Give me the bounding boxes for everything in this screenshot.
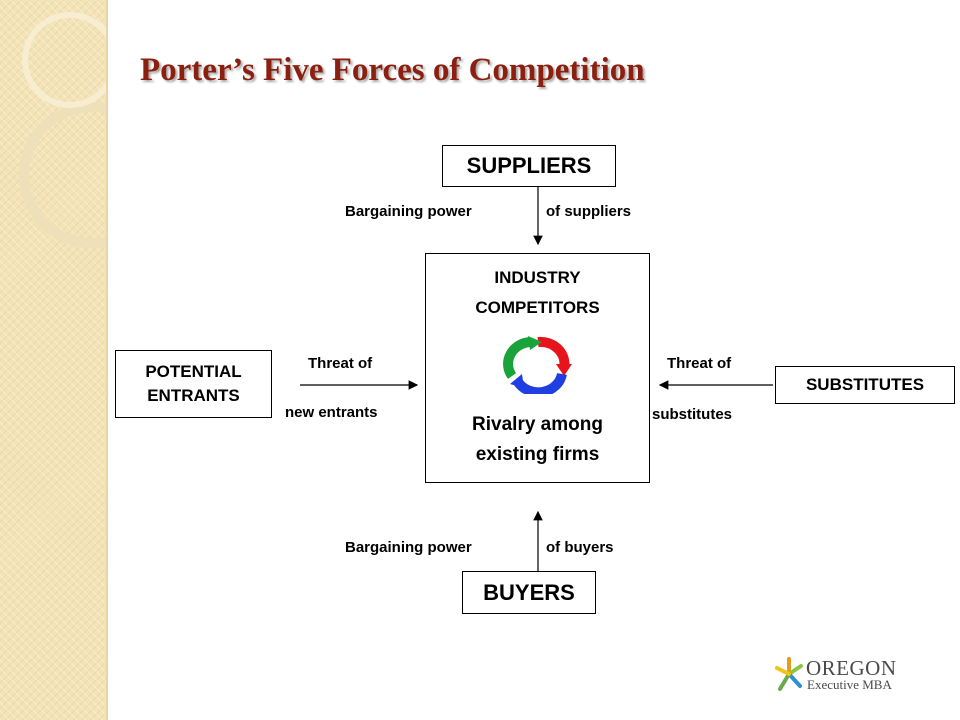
substitutes-box: SUBSTITUTES (775, 366, 955, 404)
page-title: Porter’s Five Forces of Competition (140, 52, 645, 88)
suppliers-label-left: Bargaining power (345, 203, 472, 220)
suppliers-box: SUPPLIERS (442, 145, 616, 187)
potential-entrants-line1: POTENTIAL (145, 362, 242, 381)
suppliers-label-right: of suppliers (546, 203, 632, 220)
suppliers-label: SUPPLIERS (466, 153, 592, 178)
potential-entrants-box: POTENTIAL ENTRANTS (115, 350, 272, 418)
industry-heading-line1: INDUSTRY (494, 268, 581, 287)
substitutes-label-top: Threat of (667, 355, 732, 372)
potential-entrants-line2: ENTRANTS (147, 386, 240, 405)
rivalry-cycle-icon (503, 336, 572, 394)
buyers-label: BUYERS (483, 579, 575, 605)
logo-program-text: Executive MBA (807, 677, 892, 692)
star-burst-icon (775, 657, 803, 691)
buyers-label-left: Bargaining power (345, 539, 472, 556)
substitutes-label: SUBSTITUTES (805, 375, 925, 394)
entrants-label-bottom: new entrants (285, 404, 378, 421)
rivalry-line2: existing firms (475, 444, 600, 465)
entrants-label-top: Threat of (308, 355, 373, 372)
sidebar-edge (106, 0, 108, 720)
substitutes-label-bottom: substitutes (652, 406, 733, 423)
industry-heading-line2: COMPETITORS (475, 298, 600, 317)
decorative-rings (19, 12, 108, 248)
rivalry-line1: Rivalry among (472, 414, 603, 435)
logo-oregon-text: OREGON (806, 656, 897, 680)
oregon-mba-logo: OREGON Executive MBA (774, 656, 904, 692)
industry-competitors-box: INDUSTRY COMPETITORS Rivalry among exist… (425, 253, 650, 483)
buyers-box: BUYERS (462, 571, 596, 614)
buyers-label-right: of buyers (546, 539, 614, 556)
decorative-sidebar (0, 0, 108, 720)
